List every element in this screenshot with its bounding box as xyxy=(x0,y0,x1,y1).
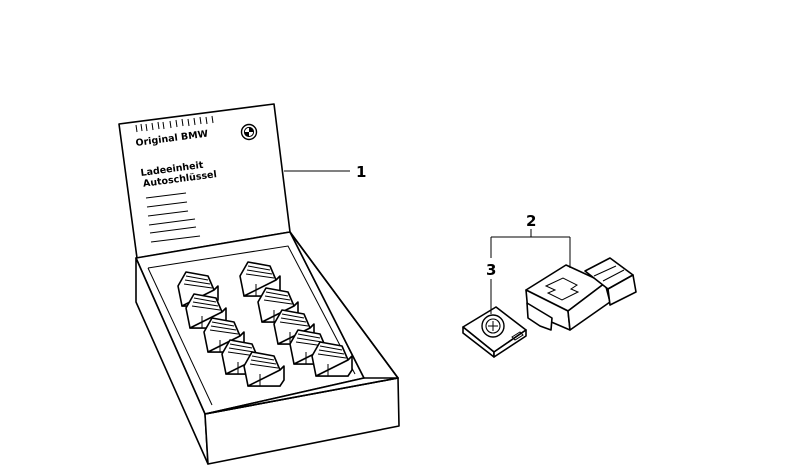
callout-2-bracket xyxy=(490,229,571,268)
charger-slot xyxy=(526,302,553,331)
charger-unit-small xyxy=(311,341,353,377)
charger-units xyxy=(177,261,353,387)
callout-2: 2 xyxy=(526,212,536,230)
lid-lines xyxy=(145,192,201,243)
bmw-roundel-icon xyxy=(240,123,258,141)
cover-front-side xyxy=(493,329,527,358)
callout-1: 1 xyxy=(356,163,366,181)
charger-unit xyxy=(525,257,637,331)
arrow-icon xyxy=(544,277,580,301)
plug-front xyxy=(607,274,637,306)
lid-barcode xyxy=(135,115,214,133)
charger-unit-small xyxy=(243,351,285,387)
key-cover xyxy=(462,306,527,358)
callout-3: 3 xyxy=(486,261,496,279)
